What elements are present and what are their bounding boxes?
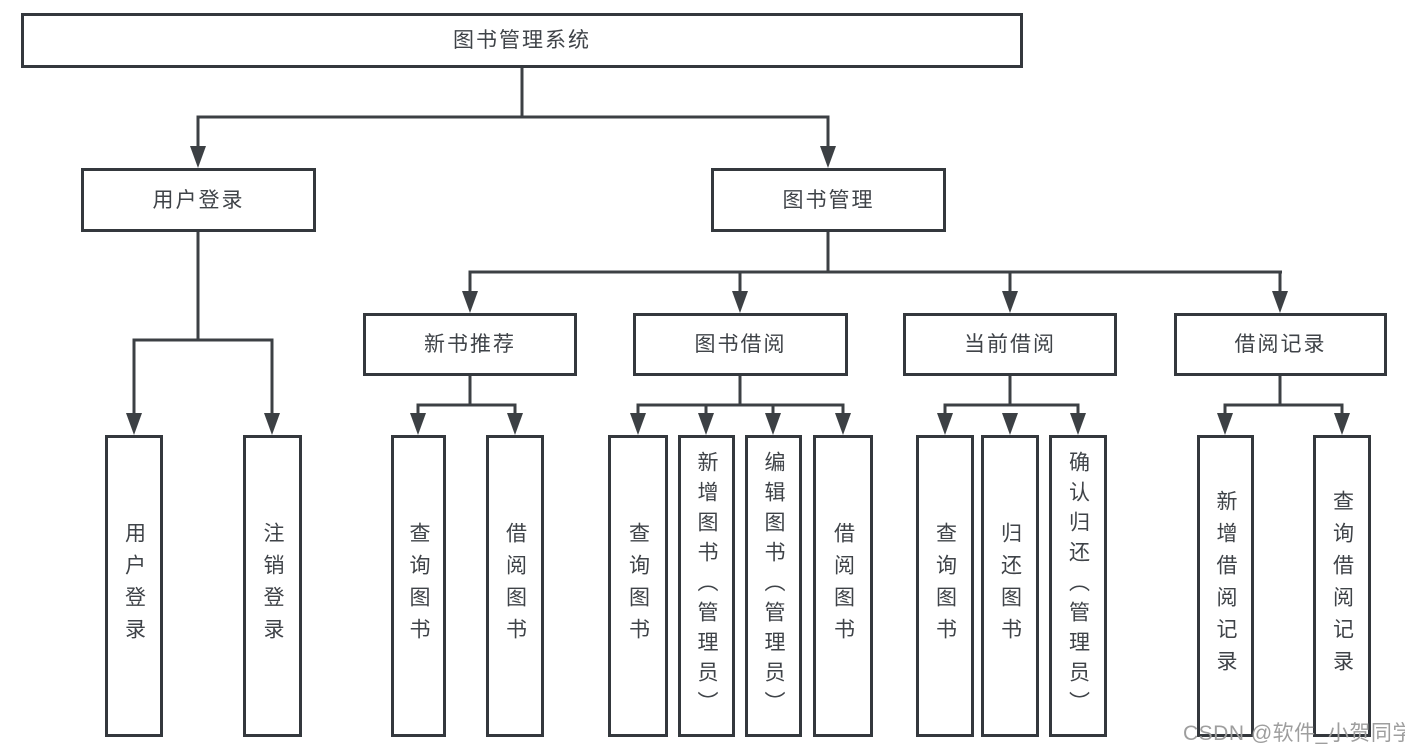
node-label: 查询图书 bbox=[626, 522, 650, 650]
node-label: 用户登录 bbox=[152, 188, 245, 212]
node-cb-query-books: 查询图书 bbox=[916, 435, 974, 737]
node-label: 图书管理系统 bbox=[453, 29, 591, 52]
node-user-login: 用户登录 bbox=[81, 168, 316, 232]
node-logout: 注销登录 bbox=[243, 435, 302, 737]
node-label: 查询图书 bbox=[407, 522, 430, 650]
node-borrow-records: 借阅记录 bbox=[1174, 313, 1387, 376]
arrow-down-icon bbox=[698, 413, 714, 435]
arrow-down-icon bbox=[630, 413, 646, 435]
node-br-query-record: 查询借阅记录 bbox=[1313, 435, 1371, 737]
arrow-down-icon bbox=[1334, 413, 1350, 435]
arrow-down-icon bbox=[264, 413, 280, 435]
watermark: CSDN @软件_小贺同学 bbox=[1183, 722, 1405, 745]
node-label: 借阅记录 bbox=[1234, 333, 1327, 356]
node-label: 新书推荐 bbox=[424, 333, 516, 356]
node-label: 图书借阅 bbox=[694, 333, 787, 356]
node-label: 借阅图书 bbox=[831, 522, 855, 650]
node-br-add-record: 新增借阅记录 bbox=[1197, 435, 1254, 737]
node-label: 编辑图书（管理员） bbox=[762, 451, 785, 721]
arrow-down-icon bbox=[126, 413, 142, 435]
node-bb-edit-books-admin: 编辑图书（管理员） bbox=[745, 435, 802, 737]
node-cb-return-books: 归还图书 bbox=[981, 435, 1039, 737]
node-label: 当前借阅 bbox=[964, 333, 1056, 356]
node-label: 图书管理 bbox=[782, 188, 875, 212]
node-bb-add-books-admin: 新增图书（管理员） bbox=[678, 435, 735, 737]
arrow-down-icon bbox=[462, 291, 478, 313]
node-login: 用户登录 bbox=[105, 435, 163, 737]
arrow-down-icon bbox=[937, 413, 953, 435]
arrow-down-icon bbox=[820, 146, 836, 168]
node-label: 新增图书（管理员） bbox=[695, 451, 718, 721]
arrow-down-icon bbox=[410, 413, 426, 435]
node-new-book-recommend: 新书推荐 bbox=[363, 313, 577, 376]
arrow-down-icon bbox=[835, 413, 851, 435]
arrow-down-icon bbox=[507, 413, 523, 435]
arrow-down-icon bbox=[1002, 413, 1018, 435]
node-bb-borrow-books: 借阅图书 bbox=[813, 435, 873, 737]
arrow-down-icon bbox=[732, 291, 748, 313]
node-nb-borrow-books: 借阅图书 bbox=[486, 435, 544, 737]
node-label: 归还图书 bbox=[998, 522, 1022, 650]
node-label: 借阅图书 bbox=[503, 522, 527, 650]
node-nb-query-books: 查询图书 bbox=[391, 435, 446, 737]
arrow-down-icon bbox=[190, 146, 206, 168]
node-cb-confirm-return-admin: 确认归还（管理员） bbox=[1049, 435, 1107, 737]
node-label: 注销登录 bbox=[261, 522, 284, 650]
node-current-borrow: 当前借阅 bbox=[903, 313, 1117, 376]
arrowheads bbox=[126, 146, 1350, 435]
node-root: 图书管理系统 bbox=[21, 13, 1023, 68]
arrow-down-icon bbox=[765, 413, 781, 435]
node-label: 查询借阅记录 bbox=[1330, 490, 1354, 682]
arrow-down-icon bbox=[1217, 413, 1233, 435]
node-label: 确认归还（管理员） bbox=[1066, 451, 1090, 721]
node-label: 查询图书 bbox=[933, 522, 957, 650]
node-book-management: 图书管理 bbox=[711, 168, 946, 232]
arrow-down-icon bbox=[1070, 413, 1086, 435]
node-bb-query-books: 查询图书 bbox=[608, 435, 668, 737]
arrow-down-icon bbox=[1272, 291, 1288, 313]
node-book-borrow: 图书借阅 bbox=[633, 313, 848, 376]
arrow-down-icon bbox=[1002, 291, 1018, 313]
connector-lines bbox=[132, 68, 1344, 415]
node-label: 用户登录 bbox=[122, 522, 146, 650]
node-label: 新增借阅记录 bbox=[1214, 490, 1237, 682]
